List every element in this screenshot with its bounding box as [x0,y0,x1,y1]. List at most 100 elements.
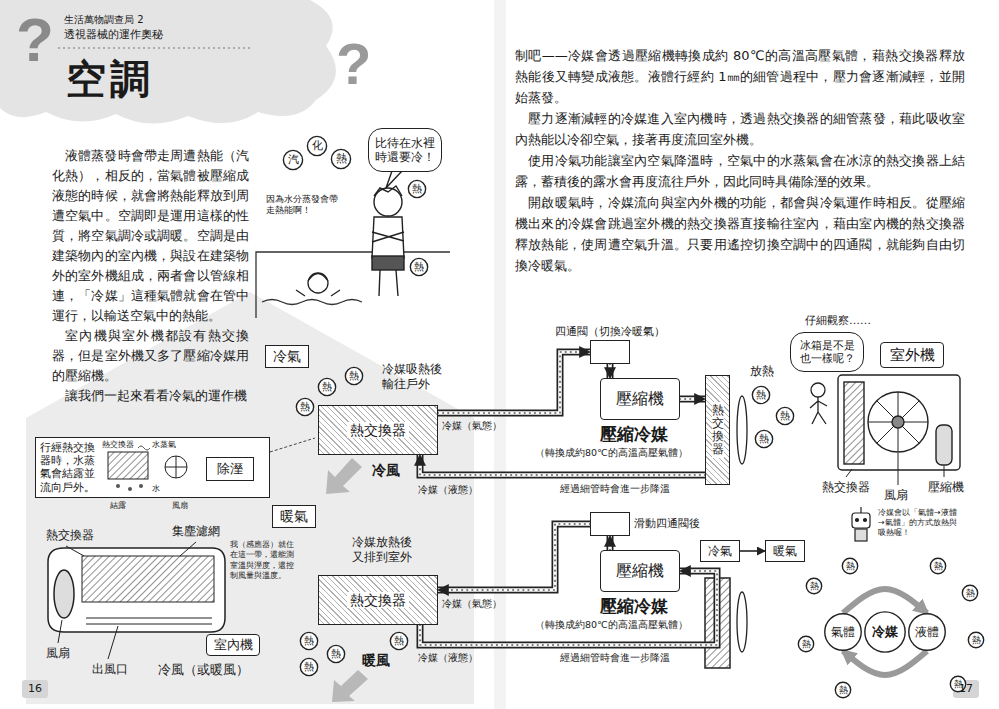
cartoon-caption: 因為水分蒸發會帶走熱能啊！ [266,194,340,217]
robot-figure [852,507,870,541]
heat-circle: 熱 [930,558,946,574]
process-note: （轉換成約80℃的高溫高壓氣體） [535,447,688,459]
heat-circle: 熱 [300,658,318,676]
heat-circle: 熱 [968,632,984,648]
node-text: 熱 [414,261,424,273]
valve-heading: 四通閥（切換冷暖氣） [555,325,665,338]
switch-arrow [740,551,765,552]
series-name: 生活萬物調查局 2 [64,14,144,27]
outdoor-unit-drawing [844,382,864,464]
node-text: 冷氣 [708,544,732,558]
state-label: 冷媒（液態） [418,652,478,665]
heat-circle: 汽 [283,150,303,170]
process-label: 壓縮冷媒 [600,596,668,617]
heat-label: 放熱 [750,364,774,379]
cycle-arrow [843,589,927,613]
dehumidify-drawing [138,446,150,450]
dehumidify-drawing [108,452,148,479]
heat-circle: 熱 [300,632,318,650]
node-text: 熱 [966,588,975,599]
refrigerant-pipe [438,524,590,590]
circle-outline [755,430,772,447]
part-label: 熱交換器 [102,440,134,450]
bubble-tail [386,171,402,188]
node-text: 熱 [972,635,981,646]
part-label: 風扇 [46,646,70,661]
refrigerant-pipe [438,524,590,590]
refrigerant-pipe [680,399,705,400]
state-circle: 冷媒 [864,611,906,653]
refrigerant-pipe [438,352,590,413]
heat-circle: 熱 [806,578,822,594]
outdoor-unit-drawing [892,416,904,428]
node-text: 熱 [322,381,332,393]
node-text: 熱 [802,639,811,650]
pool-scene [256,252,450,318]
dehumidify-drawing [35,437,270,497]
node-text: 熱 [934,561,943,572]
refrigerant-pipe [608,536,612,550]
cycle-arrow [843,589,927,613]
node-text: 熱 [759,433,769,445]
arrow-head [680,399,705,400]
node-text: 熱 [780,410,790,422]
circle-outline [962,585,977,600]
outdoor-unit-drawing [838,375,960,470]
node-text: 熱交換器 [347,422,409,439]
outdoor-unit-drawing [868,392,928,452]
node-text: 除溼 [217,461,243,477]
arrow-head [438,352,590,413]
flow-note: 冷媒吸熱後輸往戶外 [382,362,446,392]
pool-scene [256,252,450,318]
leader-line [270,438,315,452]
observer-figure [811,383,825,397]
bubble-tail [386,171,402,188]
circle-outline [865,612,905,652]
robot-figure [860,507,861,513]
arrow-head [843,589,927,613]
compressor-box: 壓縮機 [600,550,680,592]
robot-figure [864,519,867,522]
observer-figure [810,397,827,424]
heat-circle: 熱 [776,407,794,425]
node-text: 熱 [300,401,310,413]
node-text: 暖氣 [280,508,308,525]
refrigerant-pipe [610,536,611,550]
boy-figure [374,186,402,196]
body-text: 讓我們一起來看看冷氣的運作機 [52,386,249,406]
node-text: 熱 [349,370,359,382]
heat-circle: 熱 [755,430,773,448]
node-text: 冰箱是不是也一樣呢？ [797,339,857,365]
refrigerant-pipe [680,396,705,403]
outdoor-fan [737,592,747,652]
robot-note: 冷媒會以「氣體→液體→氣體」的方式放熱與吸熱喔！ [878,508,960,538]
state-circle: 氣體 [824,613,862,651]
switch-arrow [740,550,765,552]
mode-tag: 暖氣 [272,505,316,528]
indoor-unit-drawing [54,570,74,618]
text-column: 制吧——冷媒會透過壓縮機轉換成約 80℃的高溫高壓氣體，藉熱交換器釋放熱能後又轉… [515,45,965,276]
circle-outline [408,180,425,197]
four-way-valve: 滑動四通閥後 [590,512,630,536]
mode-tag: 除溼 [206,457,254,481]
refrigerant-pipe [607,536,614,550]
pipe-note: 經過細管時會進一步降溫 [560,652,670,665]
unit-tag: 室外機 [880,342,944,368]
node-text: 行經熱交換器時，水蒸氣會結露並流向戶外。 [40,441,96,494]
node-text: 熱 [304,635,314,647]
node-text: 熱 [846,561,855,572]
dehumidify-drawing [165,456,187,478]
heat-exchanger: 熱交換器 [318,405,438,455]
mode-tag: 冷氣 [700,540,740,562]
mode-tag: 冷氣 [265,345,309,368]
girl-figure [308,273,328,293]
refrigerant-pipe [609,364,611,378]
cool-air-arrow [326,458,362,494]
circle-outline [345,367,362,384]
node-text: 熱 [394,635,404,647]
heat-circle: 熱 [331,149,351,169]
circle-outline [300,658,317,675]
node-text: 冷氣 [273,348,301,365]
speech-bubble: 比待在水裡時還要冷！ [368,128,442,172]
